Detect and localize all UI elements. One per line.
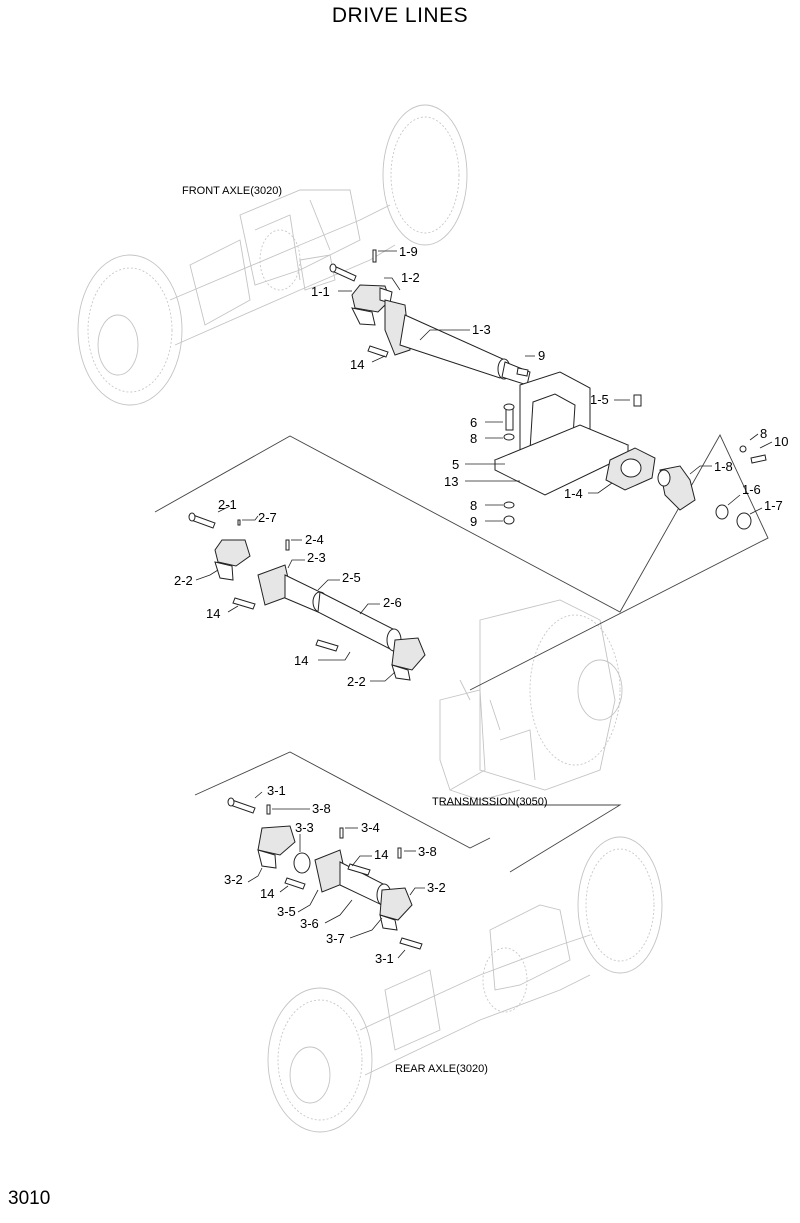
front-axle-ghost [77, 104, 468, 406]
callout-2-1: 2-1 [218, 497, 237, 512]
callout-2-6: 2-6 [383, 595, 402, 610]
callout-3-1-b: 3-1 [375, 951, 394, 966]
callout-9-b: 9 [470, 514, 477, 529]
callout-1-5: 1-5 [590, 392, 609, 407]
callout-13: 13 [444, 474, 458, 489]
callout-3-7: 3-7 [326, 931, 345, 946]
callout-14-c: 14 [294, 653, 308, 668]
callout-14-e: 14 [260, 886, 274, 901]
front-drive-shaft [329, 249, 767, 530]
callout-3-8-a: 3-8 [312, 801, 331, 816]
callout-3-8-b: 3-8 [418, 844, 437, 859]
callout-3-2-a: 3-2 [224, 872, 243, 887]
callout-1-9: 1-9 [399, 244, 418, 259]
leader-lines [195, 250, 773, 959]
callout-1-4: 1-4 [564, 486, 583, 501]
callout-2-2-a: 2-2 [174, 573, 193, 588]
callout-5: 5 [452, 457, 459, 472]
callout-14-a: 14 [350, 357, 364, 372]
callout-2-7: 2-7 [258, 510, 277, 525]
front-axle-label: FRONT AXLE(3020) [182, 185, 282, 197]
assembly-3-frame-right [440, 804, 622, 873]
callout-2-2-b: 2-2 [347, 674, 366, 689]
callout-2-5: 2-5 [342, 570, 361, 585]
callout-1-8: 1-8 [714, 459, 733, 474]
callouts: 1-9 1-2 1-1 1-3 14 9 1-5 6 8 5 13 8 9 1-… [174, 244, 788, 966]
intermediate-drive-shaft [188, 512, 426, 681]
callout-14-d: 14 [374, 847, 388, 862]
callout-3-3: 3-3 [295, 820, 314, 835]
callout-1-7: 1-7 [764, 498, 783, 513]
page-number: 3010 [8, 1188, 51, 1209]
callout-2-4: 2-4 [305, 532, 324, 547]
assembly-2-frame [154, 434, 769, 691]
callout-3-4: 3-4 [361, 820, 380, 835]
page-title: DRIVE LINES [331, 4, 469, 27]
callout-3-5: 3-5 [277, 904, 296, 919]
callout-2-3: 2-3 [307, 550, 326, 565]
callout-1-2: 1-2 [401, 270, 420, 285]
transmission-label: TRANSMISSION(3050) [432, 796, 548, 808]
callout-3-6: 3-6 [300, 916, 319, 931]
callout-10: 10 [774, 434, 788, 449]
callout-8-c: 8 [760, 426, 767, 441]
callout-3-2-b: 3-2 [427, 880, 446, 895]
callout-14-b: 14 [206, 606, 220, 621]
callout-1-6: 1-6 [742, 482, 761, 497]
callout-1-3: 1-3 [472, 322, 491, 337]
rear-axle-ghost [267, 836, 663, 1133]
callout-3-1-a: 3-1 [267, 783, 286, 798]
callout-9-a: 9 [538, 348, 545, 363]
transmission-ghost [439, 599, 623, 801]
callout-8-b: 8 [470, 498, 477, 513]
callout-8-a: 8 [470, 431, 477, 446]
rear-axle-label: REAR AXLE(3020) [395, 1063, 488, 1075]
callout-6: 6 [470, 415, 477, 430]
rear-drive-shaft [227, 797, 423, 950]
callout-1-1: 1-1 [311, 284, 330, 299]
assembly-3-frame [194, 751, 491, 849]
